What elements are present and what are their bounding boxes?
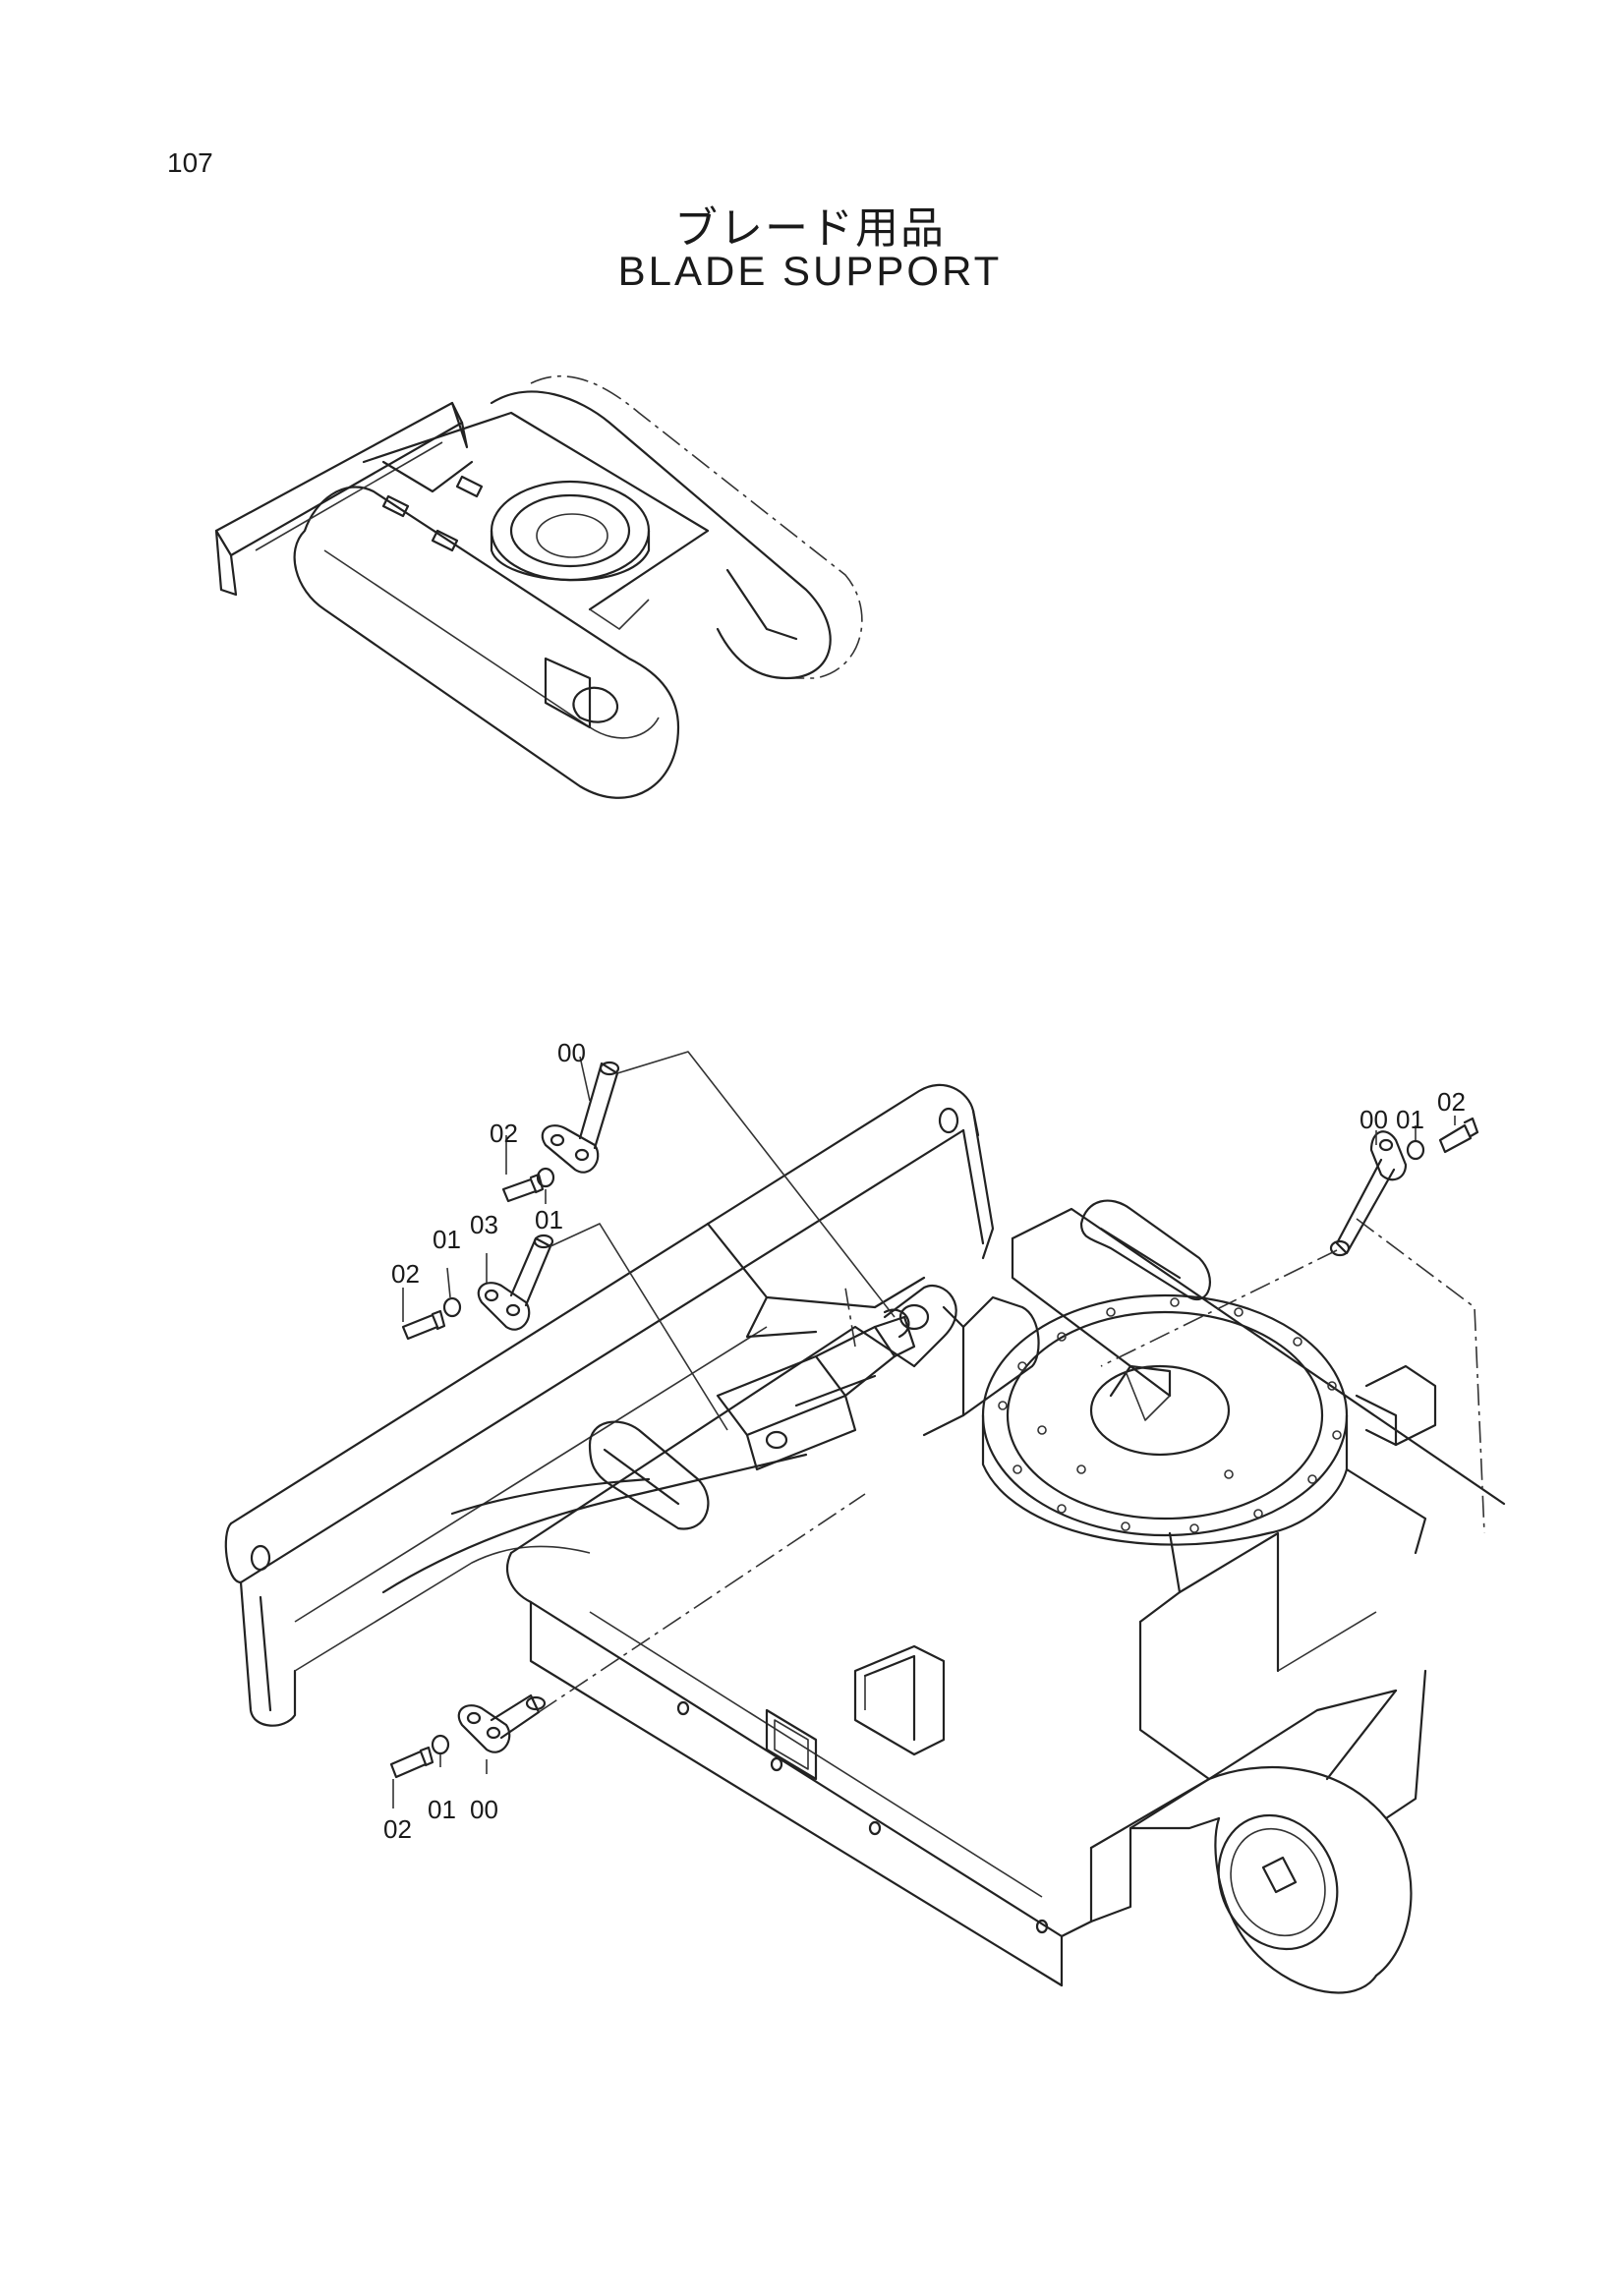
callout-00-right: 00 bbox=[1360, 1105, 1388, 1134]
blade-support-exploded-view-icon bbox=[224, 1051, 1506, 1994]
callout-01-left: 01 bbox=[433, 1225, 461, 1254]
callout-01-right: 01 bbox=[1396, 1105, 1424, 1134]
callout-00-top: 00 bbox=[557, 1038, 586, 1067]
callout-00-bottom: 00 bbox=[470, 1795, 498, 1824]
callout-03-left: 03 bbox=[470, 1210, 498, 1239]
callout-01-top: 01 bbox=[535, 1205, 563, 1234]
callout-02-left: 02 bbox=[391, 1259, 420, 1289]
callout-02-right: 02 bbox=[1437, 1087, 1466, 1117]
page-title-japanese: ブレード用品 bbox=[674, 203, 946, 254]
callout-02-bottom: 02 bbox=[383, 1814, 412, 1844]
callout-02-top: 02 bbox=[490, 1119, 518, 1148]
page-title-english: BLADE SUPPORT bbox=[617, 248, 1003, 294]
callout-01-bottom: 01 bbox=[428, 1795, 456, 1824]
callout-labels: 00 02 01 01 03 02 00 01 02 02 01 00 bbox=[383, 1038, 1466, 1844]
overview-crawler-undercarriage-icon bbox=[214, 374, 863, 799]
page-number: 107 bbox=[167, 147, 213, 178]
